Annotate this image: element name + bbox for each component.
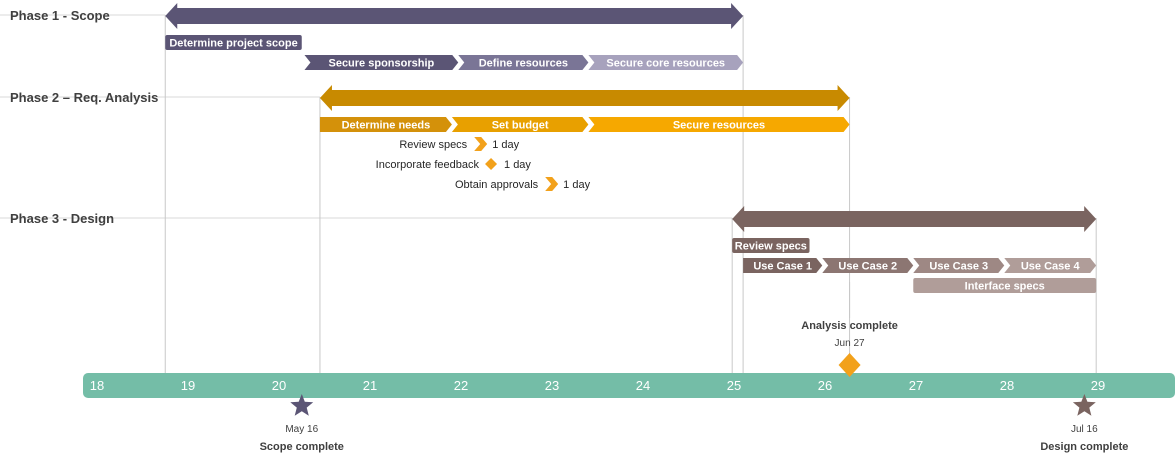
key-milestone-date: Jun 27: [835, 338, 865, 349]
phase-title: Phase 1 - Scope: [10, 8, 110, 23]
task-bar: [1004, 258, 1097, 273]
tick-label: 19: [181, 378, 195, 393]
tick-label: 25: [727, 378, 741, 393]
tick-label: 23: [545, 378, 559, 393]
tick-label: 22: [454, 378, 468, 393]
task-bar: [588, 55, 744, 70]
milestone-duration: 1 day: [563, 179, 590, 191]
milestone-diamond: [485, 158, 498, 170]
task-label: Define resources: [479, 58, 568, 70]
task-label: Determine needs: [342, 120, 431, 132]
task-label: Interface specs: [965, 281, 1045, 293]
task-label: Use Case 2: [838, 261, 897, 273]
key-milestone-date: May 16: [285, 424, 318, 435]
task-bar: [913, 258, 1005, 273]
milestone-label: Obtain approvals: [455, 179, 539, 191]
milestone-label: Incorporate feedback: [376, 159, 480, 171]
tick-label: 24: [636, 378, 650, 393]
task-bar: [743, 258, 823, 273]
task-bar: [165, 35, 302, 50]
task-bar: [913, 278, 1097, 293]
tick-label: 18: [90, 378, 104, 393]
tick-label: 20: [272, 378, 286, 393]
diamond-icon: [838, 353, 861, 377]
task-bar: [732, 238, 810, 253]
task-label: Use Case 3: [929, 261, 988, 273]
task-label: Secure resources: [673, 120, 765, 132]
phase-span-arrow: [165, 3, 744, 29]
star-icon: [290, 394, 314, 416]
milestone-duration: 1 day: [492, 139, 519, 151]
milestone-chevron: [545, 177, 559, 191]
timeline-axis: 18 19 20 21 22 23 24 25 26 27 28 29: [83, 373, 1175, 398]
phase-span-arrow: [319, 85, 850, 111]
tick-label: 27: [909, 378, 923, 393]
tick-label: 29: [1091, 378, 1105, 393]
task-label: Secure sponsorship: [328, 58, 434, 70]
phase-title: Phase 3 - Design: [10, 211, 114, 226]
key-milestone-title: Scope complete: [260, 441, 344, 453]
key-milestone-date: Jul 16: [1071, 424, 1098, 435]
task-bar: [822, 258, 914, 273]
task-bar: [304, 55, 459, 70]
task-bar: [319, 117, 452, 132]
milestone-chevron: [474, 137, 488, 151]
phase-title: Phase 2 – Req. Analysis: [10, 90, 158, 105]
key-milestone-title: Analysis complete: [801, 320, 898, 332]
task-bar: [458, 55, 589, 70]
phase-span-arrow: [732, 206, 1097, 232]
key-milestone: Jul 16 Design complete: [1040, 394, 1128, 453]
timeline-band: [83, 373, 1175, 398]
task-bar: [451, 117, 589, 132]
key-milestone: May 16 Scope complete: [260, 394, 344, 453]
task-label: Secure core resources: [606, 58, 725, 70]
task-label: Review specs: [735, 241, 807, 253]
milestone-label: Review specs: [399, 139, 467, 151]
tick-label: 26: [818, 378, 832, 393]
task-label: Use Case 4: [1021, 261, 1081, 273]
task-label: Use Case 1: [753, 261, 812, 273]
task-bar: [588, 117, 850, 132]
star-icon: [1072, 394, 1096, 416]
key-milestone-title: Design complete: [1040, 441, 1128, 453]
milestone-duration: 1 day: [504, 159, 531, 171]
task-label: Determine project scope: [169, 38, 297, 50]
task-label: Set budget: [492, 120, 549, 132]
tick-label: 21: [363, 378, 377, 393]
tick-label: 28: [1000, 378, 1014, 393]
